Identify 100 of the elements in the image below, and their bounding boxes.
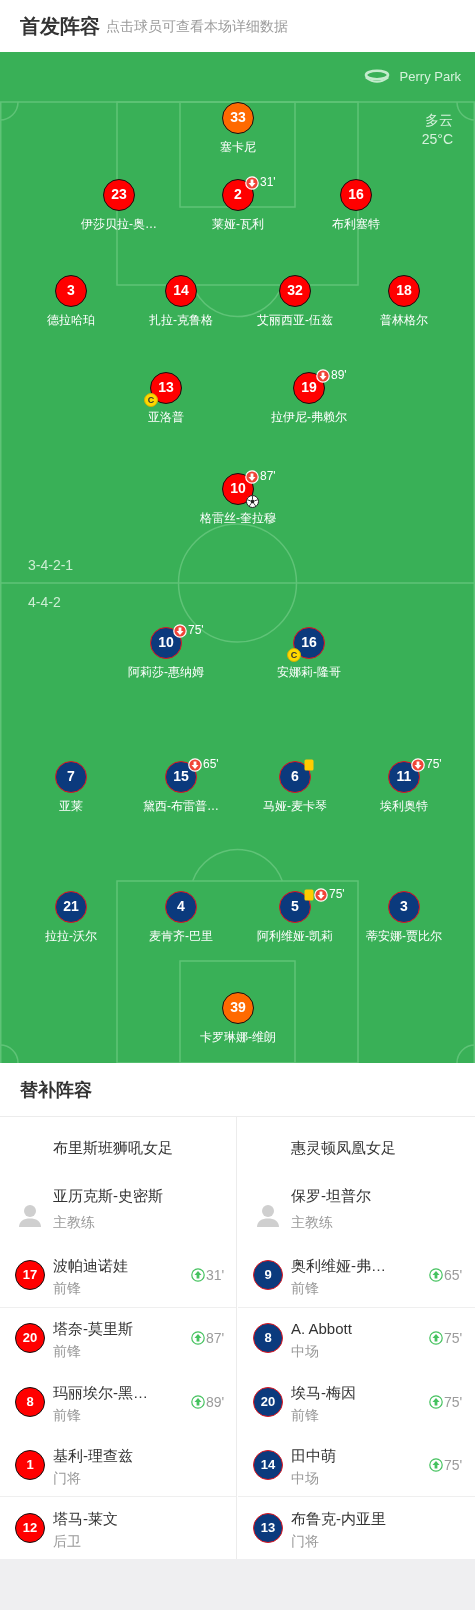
substitution-time: 31' [260, 175, 276, 190]
player-name: 埃马-梅因 [291, 1383, 356, 1403]
coach-name: 亚历克斯-史密斯 [53, 1186, 163, 1206]
substitution-time: 87' [260, 469, 276, 484]
player-name: 艾丽西亚-伍兹 [257, 312, 333, 328]
player-name: 德拉哈珀 [47, 312, 95, 328]
position-text: 门将 [291, 1532, 319, 1550]
player-name: 格雷丝-奎拉穆 [200, 510, 276, 526]
substitution-time: 65' [203, 757, 219, 772]
team-panel [0, 1117, 237, 1559]
shirt-number: 8 [15, 1387, 45, 1417]
player-name: 玛丽埃尔-黑… [53, 1383, 148, 1403]
role-text: 主教练 [53, 1213, 95, 1232]
venue-name: Perry Park [399, 68, 461, 86]
substitution-time: 75' [188, 623, 204, 638]
player-name: 波帕迪诺娃 [53, 1256, 128, 1276]
position-text: 中场 [291, 1342, 319, 1360]
player-name: 布鲁克-内亚里 [291, 1509, 386, 1529]
role-text: 主教练 [291, 1213, 333, 1232]
shirt-number: 8 [253, 1323, 283, 1353]
position-text: 前锋 [291, 1406, 319, 1424]
shirt-number: 13 [253, 1513, 283, 1543]
shirt-number: 3 [55, 275, 87, 307]
player-name: 奥利维娅-弗… [291, 1256, 386, 1276]
weather-text: 多云 [425, 111, 453, 129]
player-name: 布利塞特 [332, 216, 380, 232]
shirt-number: 1 [15, 1450, 45, 1480]
section-title: 首发阵容 [20, 14, 100, 39]
substitution-time: 89' [331, 368, 347, 383]
shirt-number: 20 [253, 1387, 283, 1417]
shirt-number: 5 [279, 891, 311, 923]
player-name: 基利-理查兹 [53, 1446, 133, 1466]
player-name: 阿莉莎-惠纳姆 [128, 664, 204, 680]
player-name: A. Abbott [291, 1319, 352, 1339]
position-text: 前锋 [53, 1279, 81, 1297]
shirt-number: 15 [165, 761, 197, 793]
substitution-time: 75' [444, 1393, 463, 1411]
shirt-number: 11 [388, 761, 420, 793]
shirt-number: 39 [222, 992, 254, 1024]
player-name: 麦肯齐-巴里 [149, 928, 213, 944]
player-name: 马娅-麦卡琴 [263, 798, 327, 814]
player-name: 拉伊尼-弗赖尔 [271, 409, 347, 425]
position-text: 前锋 [53, 1342, 81, 1360]
temperature-text: 25°C [421, 130, 453, 148]
player-name: 莱娅-瓦利 [212, 216, 264, 232]
player-name: 拉拉-沃尔 [45, 928, 97, 944]
formation-text: 3-4-2-1 [28, 556, 74, 574]
section-heading: 替补阵容 [20, 1079, 92, 1101]
team-name: 惠灵顿凤凰女足 [291, 1138, 396, 1158]
shirt-number: 18 [388, 275, 420, 307]
position-text: 门将 [53, 1469, 81, 1487]
player-name: 埃利奥特 [380, 798, 428, 814]
shirt-number: 7 [55, 761, 87, 793]
substitution-time: 75' [329, 887, 345, 902]
player-name: 亚洛普 [148, 409, 184, 425]
player-name: 塔马-莱文 [53, 1509, 118, 1529]
player-name: 塔奈-莫里斯 [53, 1319, 133, 1339]
shirt-number: 20 [15, 1323, 45, 1353]
position-text: 前锋 [291, 1279, 319, 1297]
substitution-time: 75' [444, 1329, 463, 1347]
player-name: 卡罗琳娜-维朗 [200, 1029, 276, 1045]
substitution-time: 87' [206, 1329, 225, 1347]
position-text: 中场 [291, 1469, 319, 1487]
shirt-number: 12 [15, 1513, 45, 1543]
shirt-number: 16 [340, 179, 372, 211]
position-text: 前锋 [53, 1406, 81, 1424]
shirt-number: 14 [253, 1450, 283, 1480]
player-name: 普林格尔 [380, 312, 428, 328]
shirt-number: 19 [293, 372, 325, 404]
player-name: 亚莱 [59, 798, 83, 814]
player-name: 伊莎贝拉-奥… [81, 216, 157, 232]
shirt-number: 23 [103, 179, 135, 211]
substitution-time: 65' [444, 1266, 463, 1284]
player-name: 阿利维娅-凯莉 [257, 928, 333, 944]
shirt-number: 9 [253, 1260, 283, 1290]
football-pitch [0, 52, 475, 1063]
shirt-number: 17 [15, 1260, 45, 1290]
player-name: 安娜莉-隆哥 [277, 664, 341, 680]
shirt-number: 14 [165, 275, 197, 307]
shirt-number: 32 [279, 275, 311, 307]
shirt-number: 4 [165, 891, 197, 923]
player-name: 田中萌 [291, 1446, 336, 1466]
shirt-number: 3 [388, 891, 420, 923]
player-name: 黛西-布雷普… [143, 798, 219, 814]
team-name: 布里斯班狮吼女足 [53, 1138, 173, 1158]
shirt-number: 10 [150, 627, 182, 659]
substitution-time: 75' [426, 757, 442, 772]
captain-badge: C [287, 648, 301, 662]
captain-badge: C [144, 393, 158, 407]
player-name: 扎拉-克鲁格 [149, 312, 213, 328]
formation-text: 4-4-2 [28, 593, 61, 611]
shirt-number: 21 [55, 891, 87, 923]
substitution-time: 89' [206, 1393, 225, 1411]
coach-name: 保罗-坦普尔 [291, 1186, 371, 1206]
hint-text: 点击球员可查看本场详细数据 [106, 17, 288, 36]
substitution-time: 31' [206, 1266, 225, 1284]
shirt-number: 33 [222, 102, 254, 134]
player-name: 塞卡尼 [220, 139, 256, 155]
player-name: 蒂安娜-贾比尔 [366, 928, 442, 944]
substitution-time: 75' [444, 1456, 463, 1474]
